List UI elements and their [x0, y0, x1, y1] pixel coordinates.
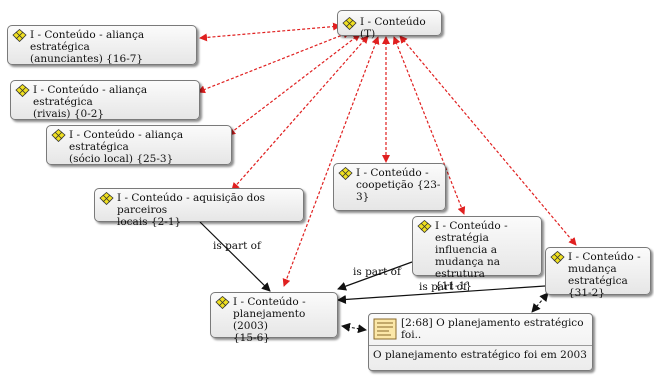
code-icon [12, 29, 27, 42]
code-icon [15, 84, 30, 97]
node-label: I - Conteúdo - coopetição {23- 3} [356, 167, 441, 203]
node-label: I - Conteúdo - estratégia influencia a m… [435, 220, 508, 292]
node-label: I - Conteúdo (T) [360, 16, 426, 40]
node-aquisicao-parceiros[interactable]: I - Conteúdo - aquisição dos parceiros l… [94, 188, 304, 228]
node-label: I - Conteúdo - aliança estratégica (riva… [33, 84, 148, 120]
edge-label-estrategia: is part of [353, 266, 401, 278]
code-icon [338, 167, 353, 180]
edge-root-anunciantes [199, 22, 341, 42]
quotation-node[interactable]: [2:68] O planejamento estratégico foi.. … [368, 313, 593, 371]
edge-estrategia-planejamento [337, 261, 413, 291]
code-icon [342, 17, 357, 30]
code-icon [550, 251, 565, 264]
edge-root-planejamento [282, 36, 380, 287]
node-label: I - Conteúdo - aquisição dos parceiros l… [117, 192, 266, 228]
node-label: I - Conteúdo - aliança estratégica (sóci… [69, 129, 184, 165]
quotation-divider [369, 345, 592, 346]
edge-mudanca-quotation [531, 292, 549, 313]
edge-aquisicao-planejamento [199, 221, 271, 292]
quotation-title: [2:68] O planejamento estratégico foi.. [401, 317, 584, 341]
node-label: I - Conteúdo - planejamento (2003) {15-6… [233, 296, 306, 344]
edge-label-mudanca: is part of [419, 281, 467, 293]
quotation-text: O planejamento estratégico foi em 2003 [373, 349, 587, 361]
node-root[interactable]: I - Conteúdo (T) [337, 10, 442, 40]
node-alianca-anunciantes[interactable]: I - Conteúdo - aliança estratégica (anun… [7, 25, 197, 65]
edge-label-aquisicao: is part of [213, 240, 261, 252]
node-estrategia-influencia[interactable]: I - Conteúdo - estratégia influencia a m… [412, 216, 542, 292]
node-coopeticao[interactable]: I - Conteúdo - coopetição {23- 3} [333, 163, 446, 211]
quotation-header: [2:68] O planejamento estratégico foi.. [369, 314, 592, 345]
code-icon [417, 220, 432, 233]
document-icon [373, 318, 397, 340]
code-icon [99, 192, 114, 205]
edge-mudanca-planejamento [337, 285, 546, 304]
node-alianca-rivais[interactable]: I - Conteúdo - aliança estratégica (riva… [10, 80, 200, 120]
node-planejamento[interactable]: I - Conteúdo - planejamento (2003) {15-6… [210, 292, 338, 344]
node-label: I - Conteúdo - aliança estratégica (anun… [30, 29, 145, 65]
edge-planejamento-quotation [341, 322, 367, 334]
node-alianca-socio-local[interactable]: I - Conteúdo - aliança estratégica (sóci… [46, 125, 232, 165]
code-icon [215, 296, 230, 309]
node-mudanca-estrategica[interactable]: I - Conteúdo - mudança estratégica {31-2… [545, 247, 651, 299]
edge-root-mudanca [399, 35, 577, 246]
code-icon [51, 129, 66, 142]
node-label: I - Conteúdo - mudança estratégica {31-2… [568, 251, 641, 299]
